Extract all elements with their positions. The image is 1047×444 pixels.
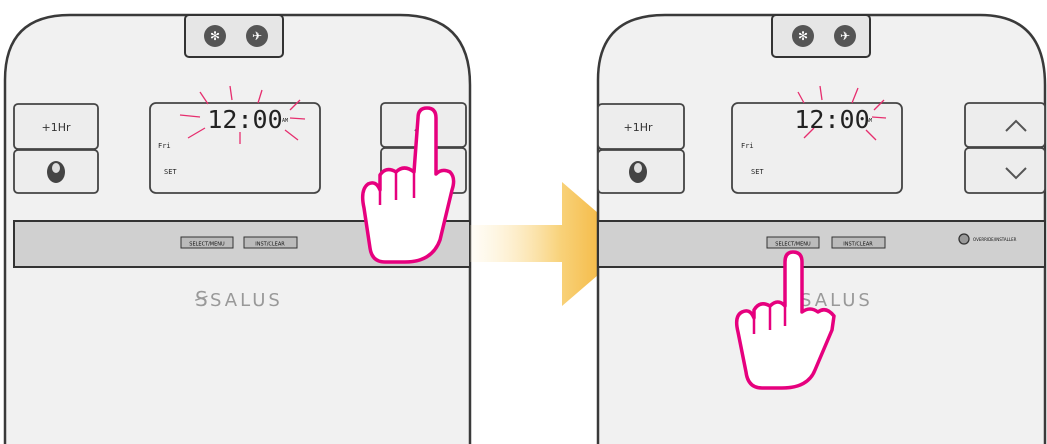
install-clear-label: INST/CLEAR bbox=[843, 242, 873, 248]
down-button[interactable] bbox=[965, 148, 1045, 193]
lcd-mode: SET bbox=[751, 168, 764, 176]
svg-text:✻: ✻ bbox=[798, 29, 808, 43]
svg-text:✈: ✈ bbox=[252, 29, 262, 43]
thermostat-right: ✻ ✈ +1Hr 12:00 AM Fri SET bbox=[598, 15, 1045, 444]
svg-text:✈: ✈ bbox=[840, 29, 850, 43]
svg-text:Ꞩ: Ꞩ bbox=[195, 287, 211, 311]
override-button[interactable] bbox=[959, 234, 969, 244]
install-clear-label: INST/CLEAR bbox=[255, 242, 285, 248]
lcd-day: Fri bbox=[741, 142, 754, 150]
mode-switch[interactable]: ✻ ✈ bbox=[185, 15, 283, 57]
select-menu-label: SELECT/MENU bbox=[189, 242, 225, 248]
lcd-mode: SET bbox=[164, 168, 177, 176]
hand-icon bbox=[47, 161, 65, 183]
mode-switch[interactable]: ✻ ✈ bbox=[772, 15, 870, 57]
plus-hour-label: +1Hr bbox=[41, 121, 70, 134]
lcd-time: 12:00 bbox=[794, 105, 869, 134]
plus-hour-label: +1Hr bbox=[623, 121, 652, 134]
lcd-time: 12:00 bbox=[207, 105, 282, 134]
override-label: OVERRIDE/INSTALLER bbox=[973, 237, 1017, 242]
svg-text:✻: ✻ bbox=[210, 29, 220, 43]
select-menu-label: SELECT/MENU bbox=[775, 242, 811, 248]
up-button[interactable] bbox=[965, 103, 1045, 147]
control-strip bbox=[598, 221, 1045, 267]
lcd-ampm: AM bbox=[866, 118, 872, 124]
thermostat-left: ✻ ✈ +1Hr 12:00 bbox=[5, 15, 470, 444]
lcd-day: Fri bbox=[158, 142, 171, 150]
hand-icon bbox=[629, 161, 647, 183]
lcd-ampm: AM bbox=[282, 118, 288, 124]
brand-logo: Ꞩ SALUS bbox=[195, 287, 283, 311]
brand-label: SALUS bbox=[210, 290, 283, 311]
